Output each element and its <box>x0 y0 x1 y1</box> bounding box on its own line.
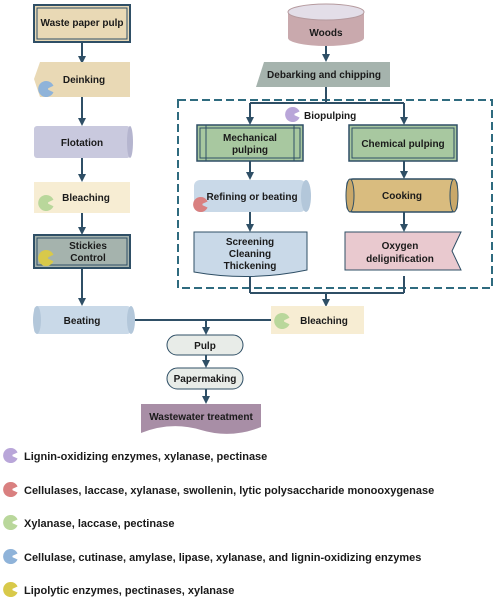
woods-label: Woods <box>309 28 343 39</box>
legend-text: Lipolytic enzymes, pectinases, xylanase <box>24 585 234 597</box>
cooking-label: Cooking <box>382 191 422 202</box>
legend-item: Cellulase, cutinase, amylase, lipase, xy… <box>3 548 421 565</box>
legend-text: Cellulase, cutinase, amylase, lipase, xy… <box>24 552 421 564</box>
stickies-control-box: Stickies Control <box>33 234 131 269</box>
thickening-label: Thickening <box>224 261 277 272</box>
legend-text: Xylanase, laccase, pectinase <box>24 518 174 530</box>
waste-paper-pulp-label: Waste paper pulp <box>41 18 124 29</box>
beating-label: Beating <box>64 316 101 327</box>
chemical-pulping-label: Chemical pulping <box>361 139 444 150</box>
debarking-chipping-label: Debarking and chipping <box>267 70 381 81</box>
waste-paper-pulp-box: Waste paper pulp <box>33 4 131 43</box>
flotation-box: Flotation <box>34 126 133 158</box>
legend-text: Cellulases, laccase, xylanase, swollenin… <box>24 485 434 497</box>
cleaning-label: Cleaning <box>229 249 271 260</box>
purple-enzyme-icon <box>3 447 18 464</box>
pulp-label: Pulp <box>194 341 216 352</box>
legend-item: Lipolytic enzymes, pectinases, xylanase <box>3 581 234 598</box>
papermaking-box: Papermaking <box>166 367 244 390</box>
wastewater-treatment-box: Wastewater treatment <box>141 404 261 434</box>
oxygen-delignification-box: Oxygen delignification <box>344 231 462 271</box>
pulping-label: pulping <box>232 145 268 156</box>
pulp-box: Pulp <box>166 334 244 356</box>
bleaching-right-label: Bleaching <box>300 316 348 327</box>
biopulping-label: Biopulping <box>304 111 356 122</box>
legend-item: Cellulases, laccase, xylanase, swollenin… <box>3 481 434 498</box>
legend-item: Xylanase, laccase, pectinase <box>3 514 174 531</box>
control-label: Control <box>70 253 106 264</box>
yellow-enzyme-icon <box>3 581 18 598</box>
delignification-label: delignification <box>366 254 434 265</box>
refining-label: Refining or beating <box>206 192 297 203</box>
biopulping-tag: Biopulping <box>285 106 360 124</box>
deinking-box: Deinking <box>34 62 130 97</box>
mechanical-label: Mechanical <box>223 133 277 144</box>
deinking-label: Deinking <box>63 75 105 86</box>
stickies-label: Stickies <box>69 241 107 252</box>
connector-lines <box>78 42 408 404</box>
cooking-box: Cooking <box>345 178 459 213</box>
legend: Lignin-oxidizing enzymes, xylanase, pect… <box>3 447 434 598</box>
bleaching-right-box: Bleaching <box>271 306 364 334</box>
wastewater-label: Wastewater treatment <box>149 412 253 423</box>
blue-enzyme-icon <box>3 548 18 565</box>
papermaking-label: Papermaking <box>174 374 237 385</box>
bleaching-left-box: Bleaching <box>34 182 130 213</box>
legend-text: Lignin-oxidizing enzymes, xylanase, pect… <box>24 451 267 463</box>
chemical-pulping-box: Chemical pulping <box>348 124 458 162</box>
beating-box: Beating <box>33 306 135 334</box>
legend-item: Lignin-oxidizing enzymes, xylanase, pect… <box>3 447 267 464</box>
screening-box: Screening Cleaning Thickening <box>193 231 308 278</box>
refining-beating-box: Refining or beating <box>193 180 311 213</box>
bleaching-left-label: Bleaching <box>62 193 110 204</box>
red-enzyme-icon <box>3 481 18 498</box>
screening-label: Screening <box>226 237 274 248</box>
oxygen-label: Oxygen <box>382 241 419 252</box>
woods-cylinder: Woods <box>287 3 365 46</box>
flotation-label: Flotation <box>61 138 103 149</box>
mechanical-pulping-box: Mechanical pulping <box>196 124 304 162</box>
debarking-chipping-box: Debarking and chipping <box>256 62 390 87</box>
green-enzyme-icon <box>3 514 18 531</box>
